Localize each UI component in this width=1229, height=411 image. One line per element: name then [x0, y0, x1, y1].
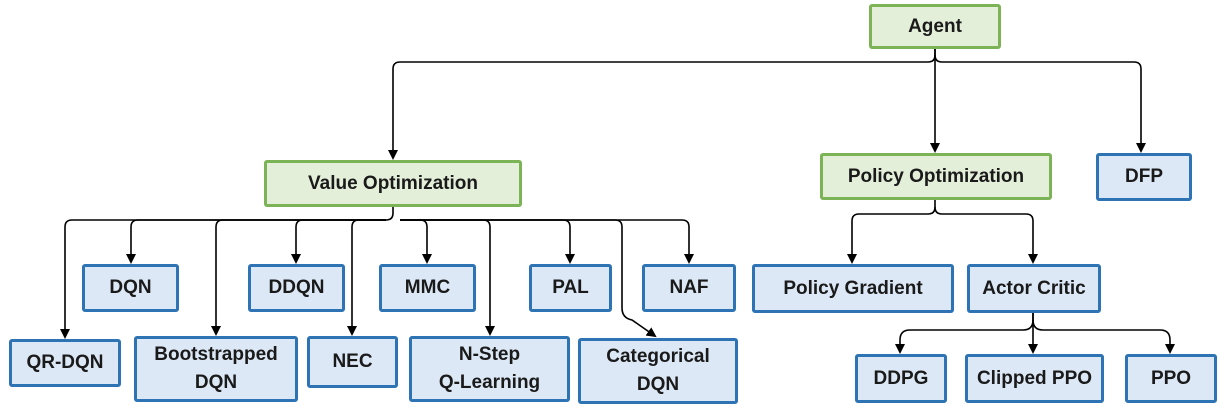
node-dfp: DFP	[1096, 153, 1192, 201]
edge-value-pal	[400, 219, 575, 264]
node-policy-gradient: Policy Gradient	[752, 264, 954, 313]
edge-value-mmc	[400, 219, 432, 264]
node-nec: NEC	[307, 336, 398, 388]
edge-actor-ddpg	[895, 313, 1034, 354]
node-policy-optimization: Policy Optimization	[820, 153, 1052, 200]
edge-agent-value-optimization	[388, 48, 936, 160]
node-agent: Agent	[869, 4, 1001, 49]
edge-value-ddqn	[291, 219, 386, 264]
node-dqn: DQN	[82, 264, 179, 312]
edge-policy-actor-critic	[934, 206, 1038, 264]
node-qr-dqn: QR-DQN	[9, 339, 121, 387]
node-clipped-ppo: Clipped PPO	[965, 354, 1104, 403]
node-actor-critic: Actor Critic	[967, 264, 1101, 313]
node-value-optimization: Value Optimization	[264, 160, 522, 207]
node-ppo: PPO	[1125, 354, 1217, 403]
edge-value-bootstrapped-dqn	[211, 219, 386, 336]
node-ddpg: DDPG	[855, 354, 947, 403]
node-pal: PAL	[529, 264, 612, 312]
node-categorical-dqn: Categorical DQN	[578, 338, 738, 404]
node-ddqn: DDQN	[248, 264, 345, 312]
node-bootstrapped-dqn: Bootstrapped DQN	[134, 336, 298, 402]
edge-value-dqn	[126, 219, 386, 264]
node-naf: NAF	[642, 264, 736, 312]
edge-policy-policy-gradient	[847, 200, 936, 264]
edge-value-naf	[400, 219, 694, 264]
node-n-step-q-learning: N-Step Q-Learning	[409, 336, 570, 402]
node-mmc: MMC	[379, 264, 476, 312]
edge-value-nec	[347, 219, 386, 336]
edge-actor-ppo	[1032, 319, 1175, 354]
edge-agent-dfp	[934, 54, 1146, 153]
